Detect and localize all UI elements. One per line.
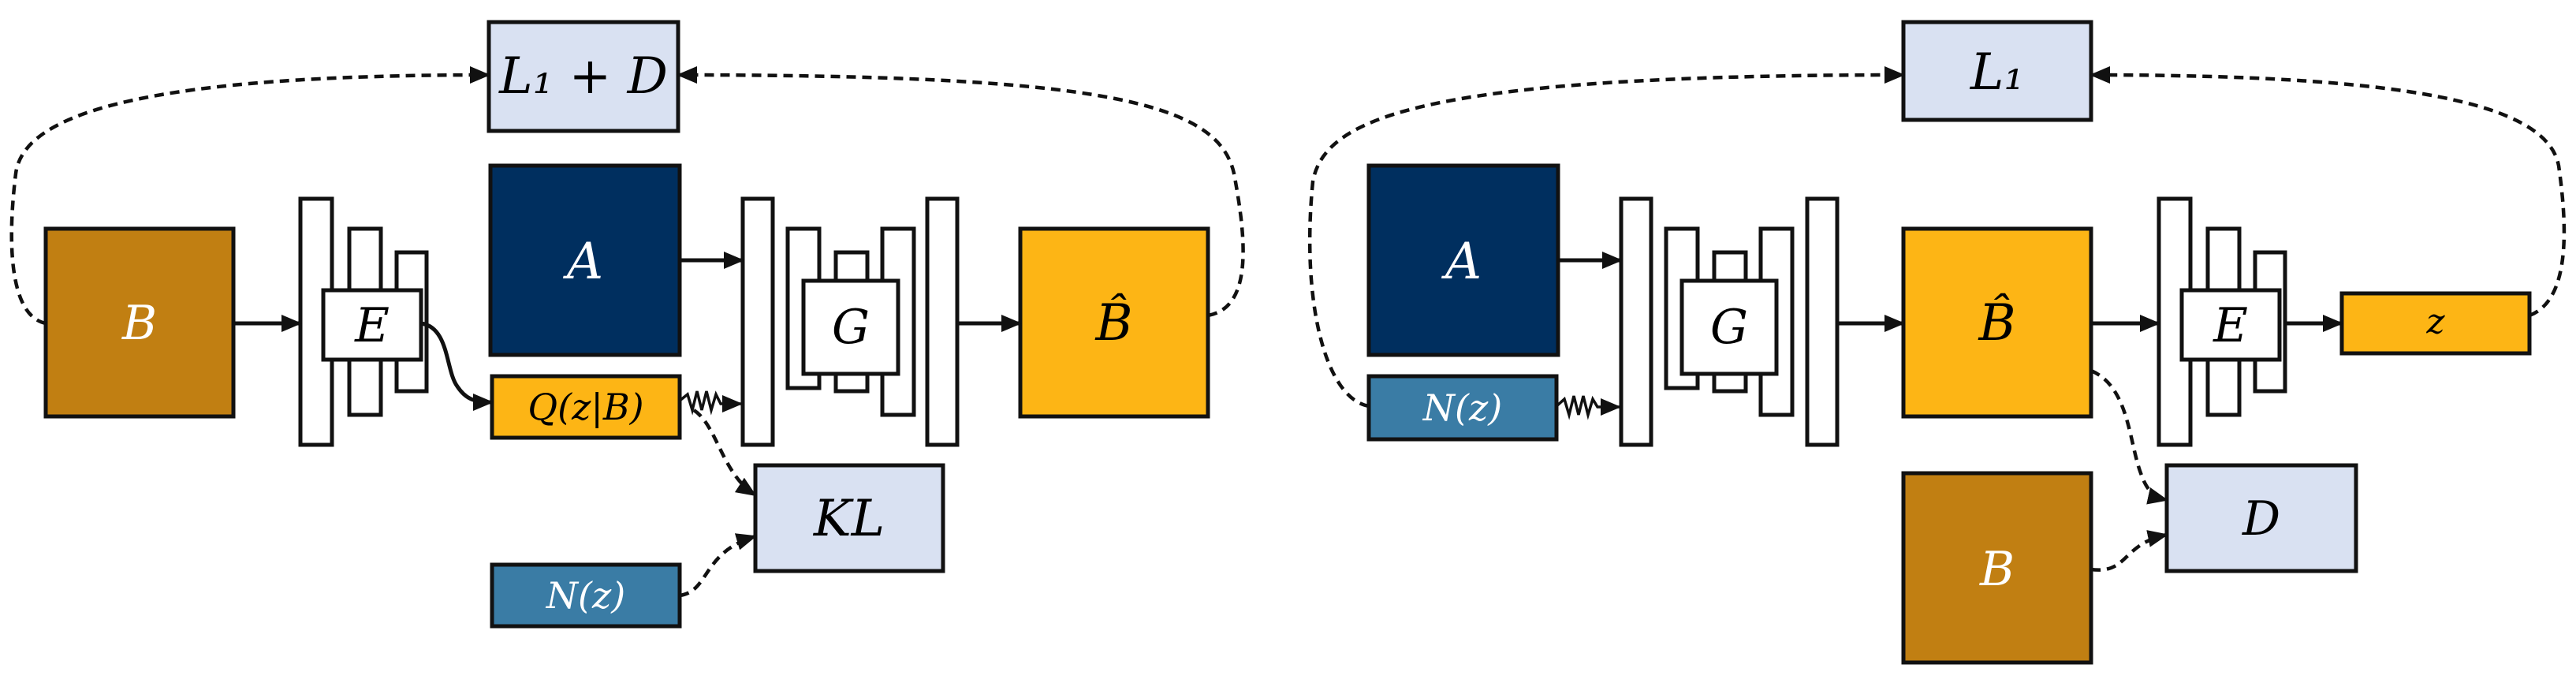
- left-generator-label: G: [832, 300, 870, 355]
- left-panel: L₁ + D B E Q(z|B) N(z) KL A: [9, 20, 1245, 629]
- left-generator-network: [740, 196, 960, 447]
- left-prior-box: [490, 562, 682, 629]
- right-noise-zigzag: [1555, 395, 1621, 420]
- right-generator-network: [1619, 196, 1840, 447]
- left-posterior-box: [490, 374, 682, 440]
- left-input-a-box: [488, 163, 682, 357]
- right-output-bhat-box: [1901, 226, 2093, 419]
- right-encoder-label: E: [2213, 298, 2248, 353]
- left-input-b-box: [43, 226, 236, 419]
- right-generator-label: G: [1710, 300, 1748, 355]
- left-dashed-b-to-loss: [9, 66, 490, 326]
- left-encoder-network: [298, 196, 429, 447]
- left-kl-box: [753, 463, 945, 573]
- right-input-a-label: A: [1441, 233, 1482, 291]
- right-real-b-label: B: [1979, 542, 2015, 597]
- left-prior-label: N(z): [546, 574, 625, 617]
- left-loss-label: L₁ + D: [498, 47, 668, 106]
- left-dashed-prior-to-kl: [679, 533, 757, 598]
- right-loss-box: [1901, 20, 2093, 122]
- right-dashed-bhat-to-discriminator: [2090, 368, 2168, 505]
- left-encoder-label: E: [354, 298, 390, 353]
- right-discriminator-box: [2164, 463, 2358, 573]
- right-dashed-noise-to-loss: [1307, 66, 1905, 409]
- left-sample-zigzag: [678, 390, 743, 416]
- right-noise-label: N(z): [1422, 386, 1502, 429]
- right-dashed-z-to-loss: [2090, 66, 2567, 318]
- left-input-b-label: B: [121, 296, 157, 351]
- left-kl-label: KL: [813, 490, 885, 548]
- left-dashed-posterior-to-kl: [692, 409, 757, 497]
- right-input-a-box: [1366, 163, 1560, 357]
- right-noise-box: [1366, 374, 1559, 442]
- left-dashed-bhat-to-loss: [677, 66, 1245, 318]
- right-latent-label: z: [2425, 302, 2445, 342]
- right-output-bhat-label: B̂: [1978, 293, 2015, 353]
- right-dashed-realb-to-discriminator: [2090, 530, 2168, 572]
- left-output-bhat-label: B̂: [1094, 293, 1132, 353]
- right-discriminator-label: D: [2242, 491, 2280, 547]
- right-encoder-network: [2157, 196, 2287, 447]
- right-panel: L₁ A N(z) G B̂ E z: [1307, 20, 2567, 665]
- right-real-b-box: [1901, 471, 2093, 665]
- right-loss-label: L₁: [1970, 43, 2024, 102]
- left-posterior-label: Q(z|B): [528, 386, 643, 428]
- left-input-a-label: A: [563, 233, 603, 291]
- left-arrow-encoder-to-posterior: [420, 321, 494, 411]
